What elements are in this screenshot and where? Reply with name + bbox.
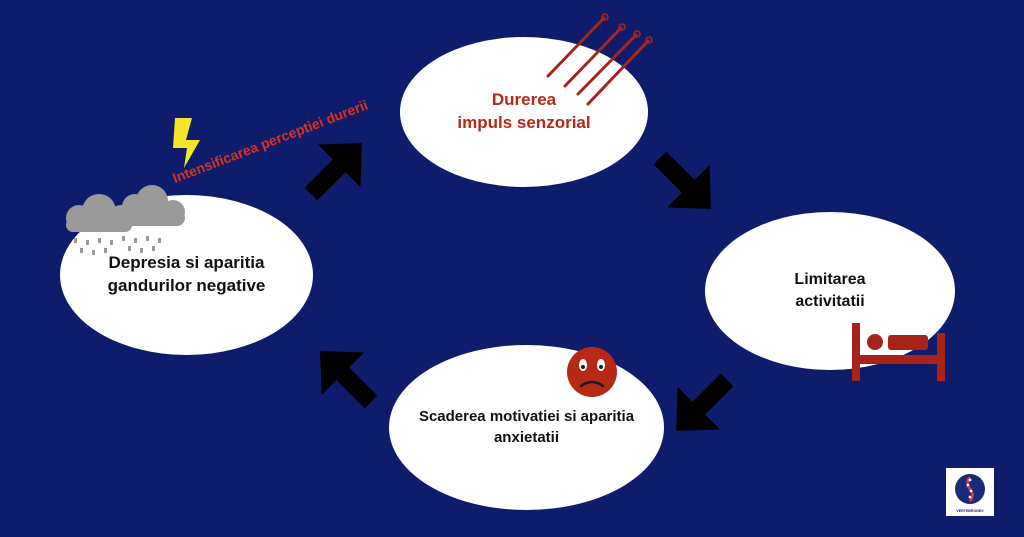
node-motivation-line-1: Scaderea motivatiei si aparitia [418, 408, 635, 426]
lightning-icon [173, 118, 200, 168]
spine-logo-icon [955, 474, 985, 504]
arrow-right-to-bottom [676, 373, 734, 431]
brand-logo: VERTEBRONEX [946, 468, 994, 516]
node-pain-line-1: Durerea [491, 90, 557, 110]
node-activity-line-2: activitatii [795, 293, 865, 310]
logo-text: VERTEBRONEX [956, 509, 984, 513]
node-pain: Durerea impuls senzorial [400, 37, 648, 187]
bed-icon [852, 323, 945, 381]
node-motivation-line-2: anxietatii [493, 428, 559, 446]
node-motivation: Scaderea motivatiei si aparitia anxietat… [389, 345, 664, 510]
arrow-left-to-top [304, 143, 362, 201]
needles-icon [546, 13, 653, 106]
node-activity-line-1: Limitarea [794, 271, 866, 289]
arrow-top-to-right [653, 151, 711, 209]
sad-face-icon [567, 347, 617, 397]
rain-cloud-icon [66, 185, 185, 255]
node-depression-line-1: Depresia si aparitia [108, 253, 265, 273]
node-depression-line-2: gandurilor negative [107, 276, 266, 295]
arrow-bottom-to-left [320, 351, 378, 409]
node-pain-line-2: impuls senzorial [457, 113, 591, 132]
